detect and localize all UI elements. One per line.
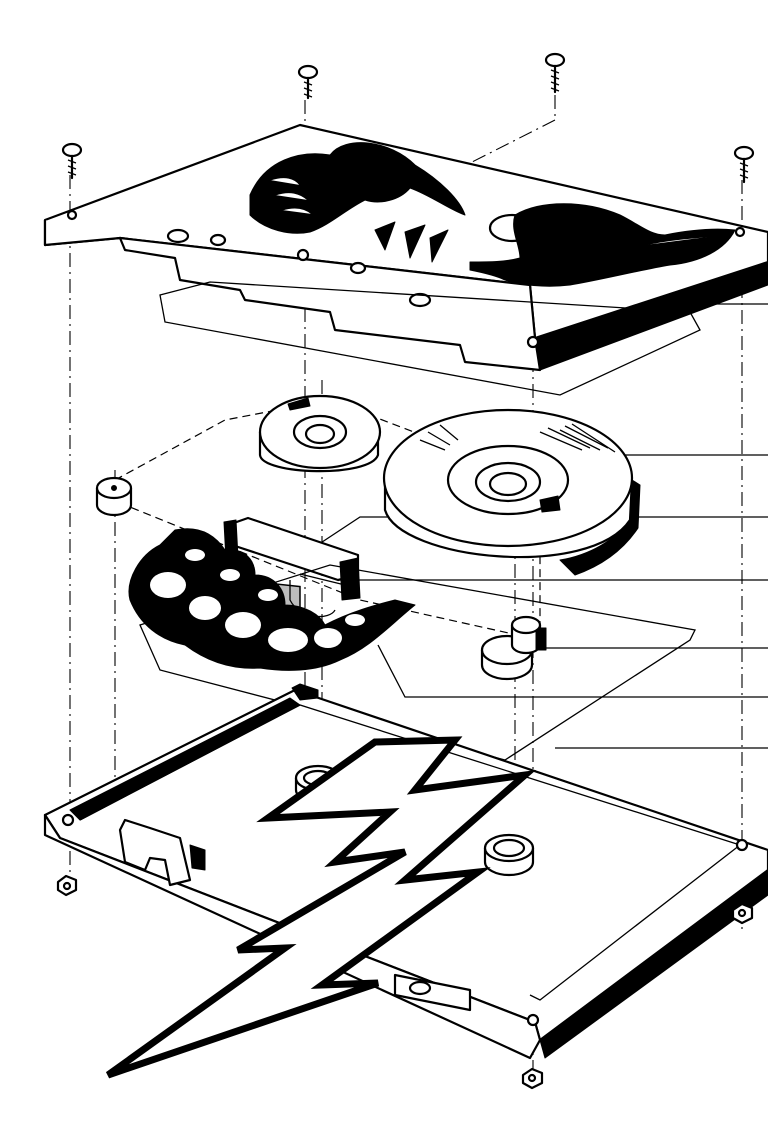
nut-icon <box>731 902 754 925</box>
bottom-clip <box>118 818 192 887</box>
tape-guide-roller-left <box>95 476 133 517</box>
screw-icon <box>61 142 83 180</box>
tape-plane <box>114 399 541 641</box>
graffiti-top-right <box>469 203 736 287</box>
liner-sheet <box>139 564 696 761</box>
bottom-hub-right <box>483 833 535 877</box>
screw-icon <box>297 64 319 100</box>
graffiti-marks <box>374 221 449 263</box>
take-up-reel <box>382 408 641 576</box>
leader-tape <box>377 644 768 698</box>
top-window <box>159 281 701 396</box>
screw-icon <box>733 145 755 184</box>
nut-icon <box>521 1067 544 1090</box>
graffiti-lettering <box>128 528 416 671</box>
lightning-bolt-icon <box>105 736 537 1079</box>
top-shell <box>43 123 768 396</box>
supply-reel <box>258 394 382 473</box>
nut-icon <box>56 874 78 897</box>
screw-icon <box>544 52 566 94</box>
tape-guide-roller-right <box>480 615 547 681</box>
